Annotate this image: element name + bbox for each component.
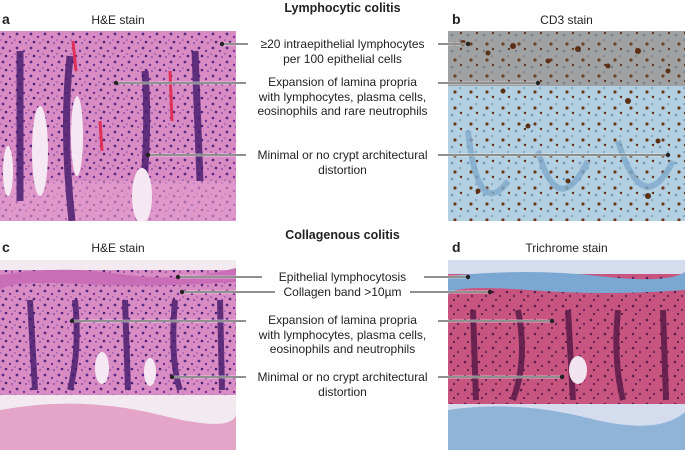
panel-d-stain-label: Trichrome stain xyxy=(525,241,608,255)
annotation-lamina-propria-expansion-collagenous: Expansion of lamina propria with lymphoc… xyxy=(258,313,427,356)
annotation-crypt-distortion: Minimal or no crypt architectural distor… xyxy=(257,148,428,177)
panel-c-letter: c xyxy=(2,239,10,255)
panel-c-he-micrograph xyxy=(0,260,236,450)
annotation-lamina-propria-expansion: Expansion of lamina propria with lymphoc… xyxy=(257,75,428,118)
panel-d-letter: d xyxy=(452,239,461,255)
annotation-collagen-band: Collagen band >10µm xyxy=(283,285,402,299)
panel-b-cd3-micrograph xyxy=(448,31,685,221)
panel-a-he-micrograph xyxy=(0,31,236,221)
collagenous-colitis-title: Collagenous colitis xyxy=(285,228,400,242)
panel-d-trichrome-micrograph xyxy=(448,260,685,450)
lymphocytic-colitis-title: Lymphocytic colitis xyxy=(284,1,401,15)
annotation-intraepithelial-lymphocytes: ≥20 intraepithelial lymphocytes per 100 … xyxy=(260,37,425,66)
panel-c-stain-label: H&E stain xyxy=(91,241,145,255)
panel-b-stain-label: CD3 stain xyxy=(540,13,593,27)
panel-b-letter: b xyxy=(452,11,461,27)
annotation-epithelial-lymphocytosis: Epithelial lymphocytosis xyxy=(278,270,407,284)
panel-a-letter: a xyxy=(2,11,10,27)
annotation-crypt-distortion-collagenous: Minimal or no crypt architectural distor… xyxy=(257,370,428,399)
panel-a-stain-label: H&E stain xyxy=(91,13,145,27)
